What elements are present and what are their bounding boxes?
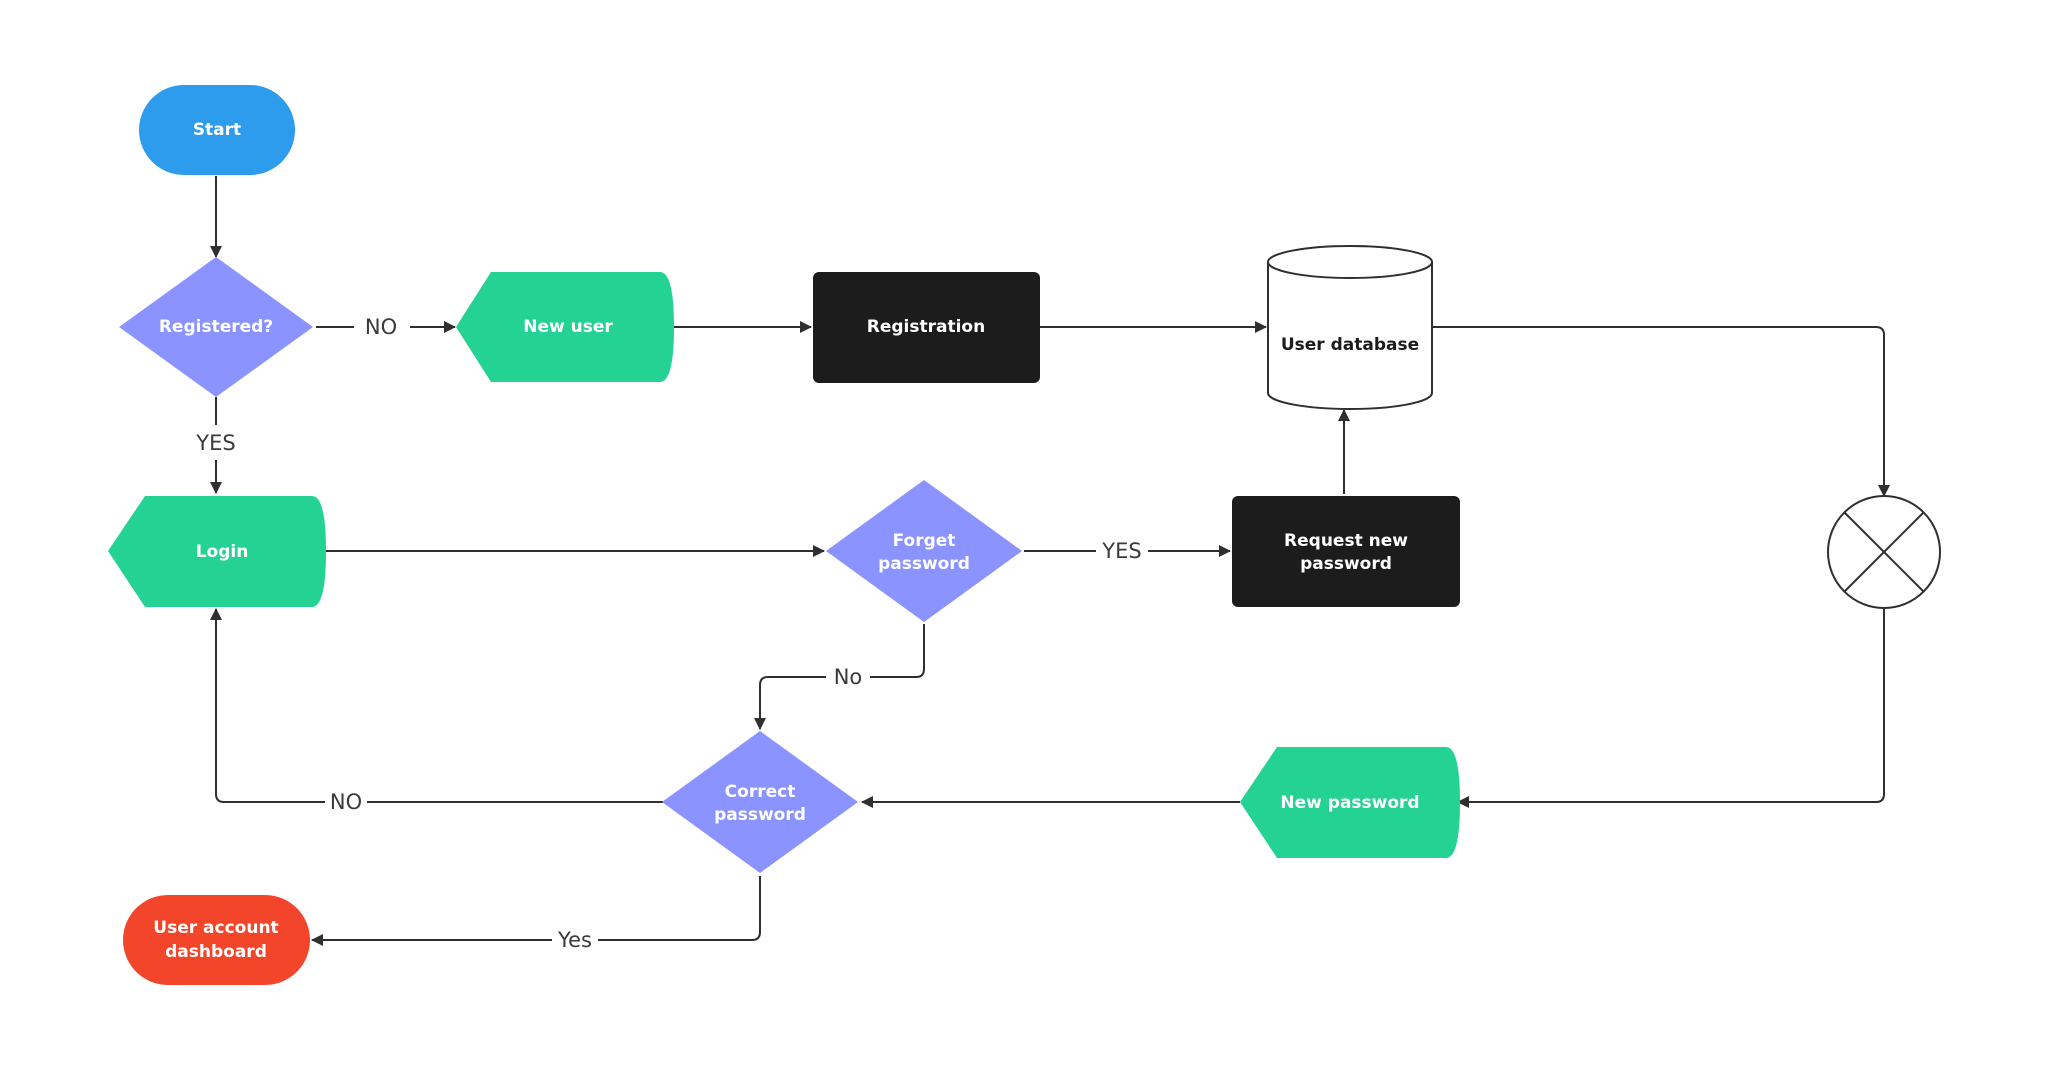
edges <box>216 176 1890 940</box>
edge-correct-to-login <box>216 609 663 803</box>
node-label-line2: dashboard <box>165 942 267 962</box>
node-registration[interactable]: Registration <box>813 272 1040 383</box>
edge-labels: NO YES YES No NO Yes <box>195 315 1141 952</box>
decision-shape <box>119 257 313 397</box>
node-label: New user <box>523 317 613 337</box>
node-user-database[interactable]: User database <box>1267 245 1433 410</box>
edge-label-correct-yes: Yes <box>557 928 592 952</box>
edge-connector-to-new-password <box>1457 608 1885 808</box>
node-forget-password-decision[interactable]: Forget password <box>826 480 1022 622</box>
node-label: New password <box>1280 793 1419 813</box>
node-new-user[interactable]: New user <box>456 272 674 382</box>
node-label-line2: password <box>714 805 806 825</box>
node-label: User database <box>1281 335 1419 355</box>
node-label: Registered? <box>159 317 273 337</box>
node-start[interactable]: Start <box>139 85 295 175</box>
node-new-password[interactable]: New password <box>1240 747 1460 858</box>
database-top <box>1267 245 1433 279</box>
node-label-line1: Correct <box>725 782 796 802</box>
node-label: Start <box>193 120 241 140</box>
process-shape <box>813 272 1040 383</box>
terminal-shape <box>139 85 295 175</box>
edge-forget-to-correct <box>760 624 925 729</box>
node-label: Login <box>196 542 249 562</box>
edge-database-to-connector <box>1430 326 1890 497</box>
node-registered-decision[interactable]: Registered? <box>119 257 313 397</box>
node-correct-password-decision[interactable]: Correct password <box>662 731 858 873</box>
node-label-line1: User account <box>153 918 278 938</box>
edge-label-registered-yes: YES <box>195 431 235 455</box>
edge-label-forget-no: No <box>834 665 863 689</box>
summing-junction[interactable] <box>1827 495 1941 609</box>
display-shape <box>108 496 326 607</box>
display-shape <box>456 272 674 382</box>
decision-shape <box>662 731 858 873</box>
node-label-line1: Request new <box>1284 531 1408 551</box>
edge-label-correct-no: NO <box>330 790 362 814</box>
node-request-new-password[interactable]: Request new password <box>1232 496 1460 607</box>
node-label-line2: password <box>878 554 970 574</box>
node-user-account-dashboard[interactable]: User account dashboard <box>123 895 310 985</box>
decision-shape <box>826 480 1022 622</box>
database-body <box>1267 262 1433 410</box>
cross-icon <box>1843 511 1925 593</box>
display-shape <box>1240 747 1460 858</box>
terminal-shape <box>123 895 310 985</box>
node-label-line1: Forget <box>893 531 956 551</box>
edge-label-forget-yes: YES <box>1101 539 1141 563</box>
edge-label-registered-no: NO <box>365 315 397 339</box>
edge-correct-to-dashboard <box>312 876 761 940</box>
node-login[interactable]: Login <box>108 496 326 607</box>
process-shape <box>1232 496 1460 607</box>
node-label-line2: password <box>1300 554 1392 574</box>
node-label: Registration <box>867 317 985 337</box>
